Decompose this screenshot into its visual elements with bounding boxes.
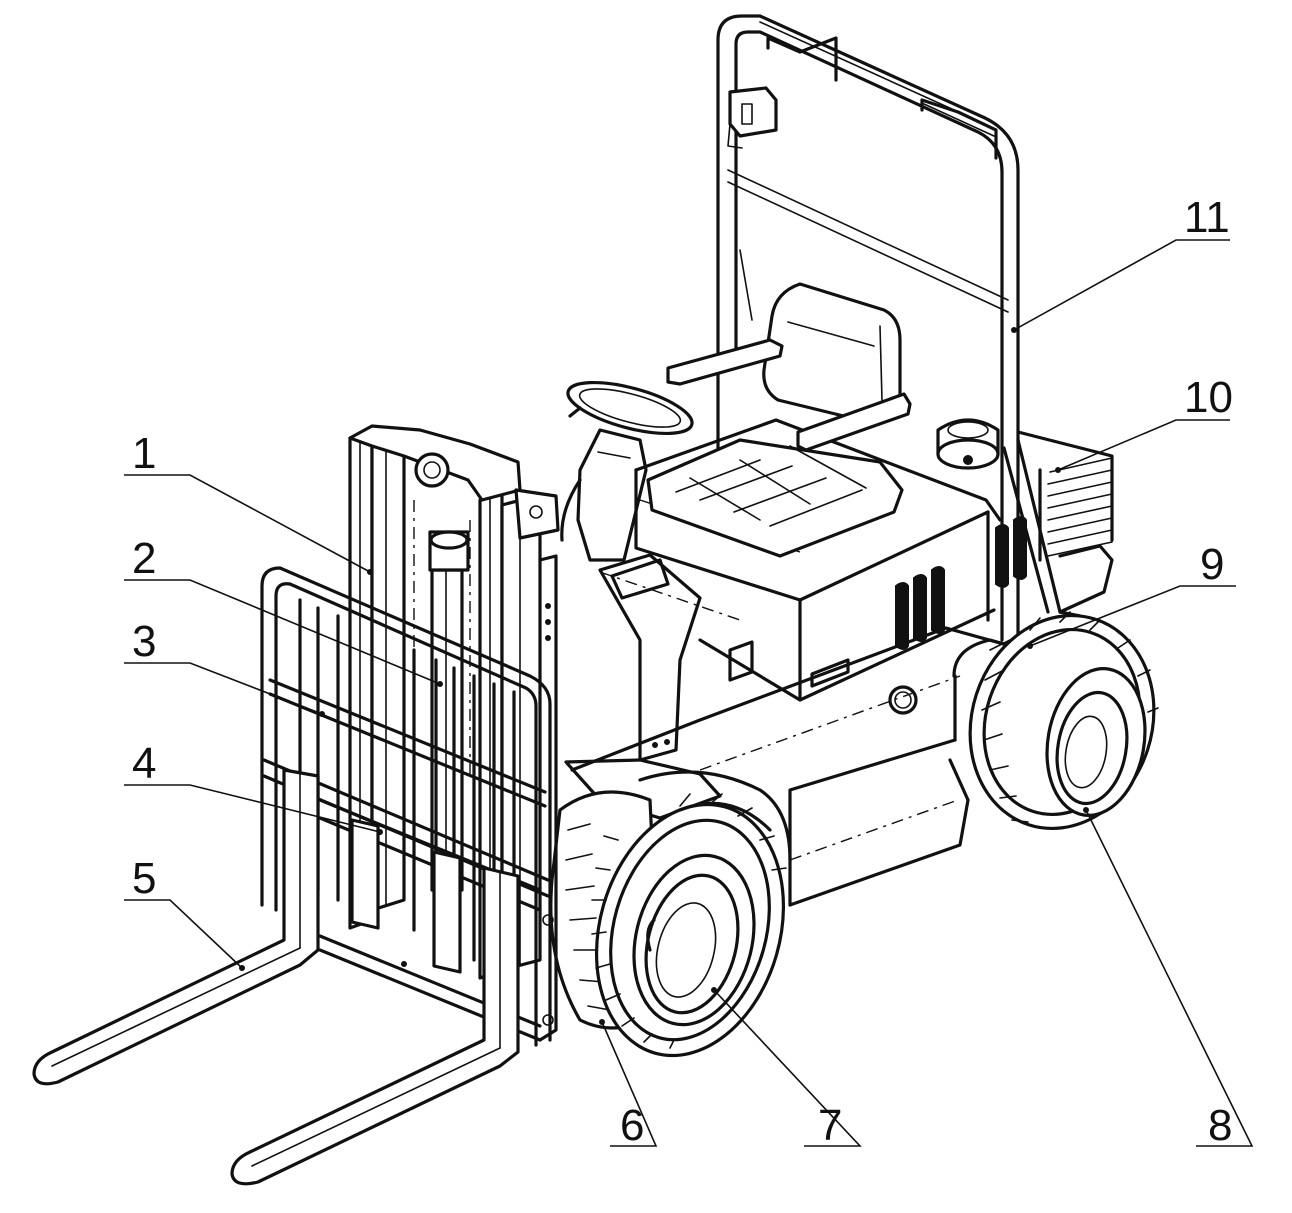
filler-cap — [936, 418, 1000, 470]
overhead-guard — [716, 14, 1062, 642]
callout-5-label: 5 — [132, 854, 156, 903]
front-wheel — [549, 770, 792, 1058]
forks — [32, 768, 520, 1186]
counterweight — [1016, 430, 1114, 618]
callout-9-label: 9 — [1200, 540, 1224, 589]
callout-7-label: 7 — [818, 1101, 842, 1150]
callout-11-label: 11 — [1184, 193, 1230, 242]
callout-6-label: 6 — [620, 1101, 644, 1150]
steering-column — [560, 380, 694, 562]
callout-2-label: 2 — [132, 534, 156, 583]
callout-3-label: 3 — [132, 617, 156, 666]
body-chassis — [570, 418, 1027, 907]
callout-4-label: 4 — [132, 739, 156, 788]
operator-seat — [646, 282, 912, 558]
callout-8-label: 8 — [1208, 1101, 1232, 1150]
callout-1-label: 1 — [132, 429, 156, 478]
callout-10-label: 10 — [1184, 373, 1233, 422]
rear-wheel — [968, 611, 1159, 831]
callout-leaders — [124, 239, 1254, 1147]
